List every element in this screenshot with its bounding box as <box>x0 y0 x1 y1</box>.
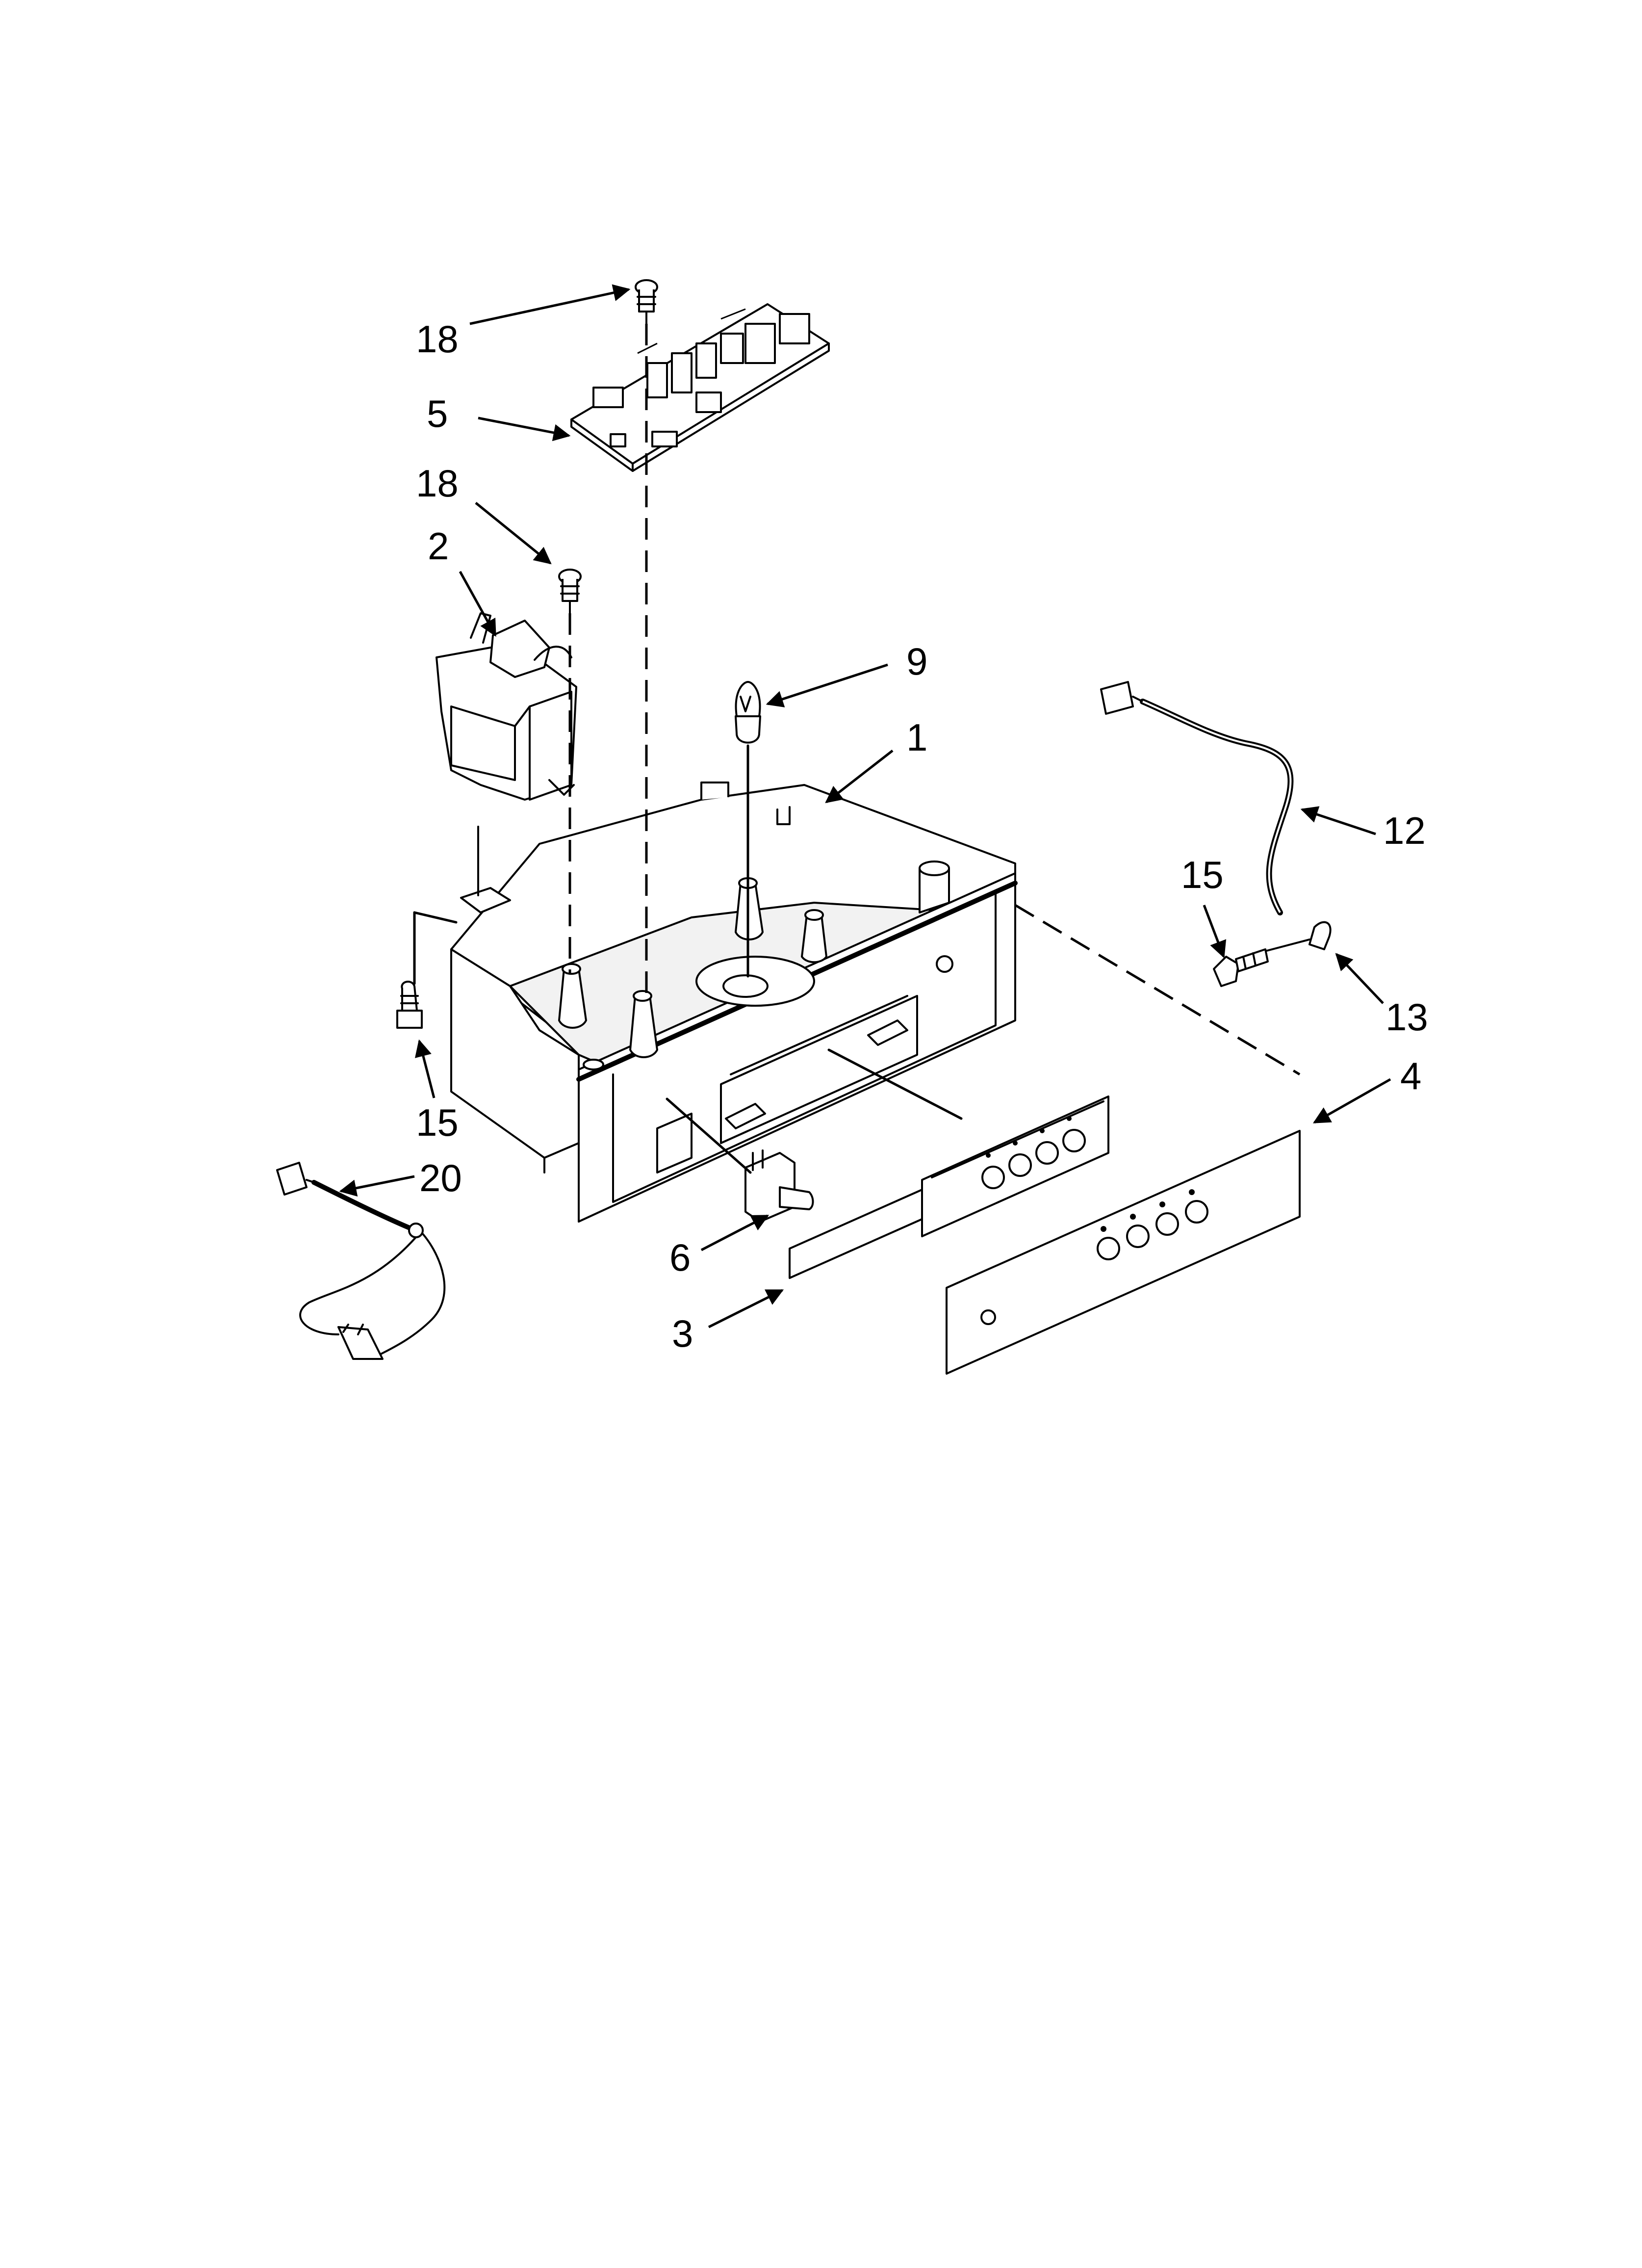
control-housing-part <box>450 782 1018 1223</box>
callout-13: 13 <box>1385 995 1428 1039</box>
wire-clamp-part <box>1262 921 1332 953</box>
control-overlay-part <box>946 1130 1301 1375</box>
callout-4: 4 <box>1400 1054 1421 1097</box>
transformer-part <box>436 612 577 801</box>
callout-2: 2 <box>428 524 449 568</box>
callout-15-right: 15 <box>1181 853 1224 896</box>
switch-panel-part <box>921 1095 1109 1237</box>
callout-18-transformer-screw: 18 <box>416 462 459 505</box>
callout-9: 9 <box>906 640 927 683</box>
switch-part <box>744 1149 814 1223</box>
callout-12: 12 <box>1383 809 1426 852</box>
screw-right <box>1213 948 1269 987</box>
assembly-lines <box>413 324 1301 1174</box>
callout-labels: 18 5 18 2 9 1 12 15 13 4 15 20 6 3 <box>416 317 1428 1355</box>
callout-15-left: 15 <box>416 1101 459 1144</box>
screw-left <box>396 981 423 1029</box>
control-board-part <box>570 303 830 472</box>
callout-1: 1 <box>906 716 927 759</box>
callout-20: 20 <box>419 1156 462 1199</box>
callout-18-board-screw: 18 <box>416 317 459 361</box>
callout-3: 3 <box>672 1312 693 1355</box>
lamp-part <box>735 681 761 744</box>
screw-top <box>635 279 658 325</box>
leader-arrows <box>339 284 1391 1329</box>
callout-6: 6 <box>669 1236 691 1279</box>
wire-harness-part <box>1100 681 1294 915</box>
callout-5: 5 <box>427 392 448 435</box>
sensor-harness-part <box>276 1162 446 1360</box>
screw-transformer <box>558 569 582 614</box>
